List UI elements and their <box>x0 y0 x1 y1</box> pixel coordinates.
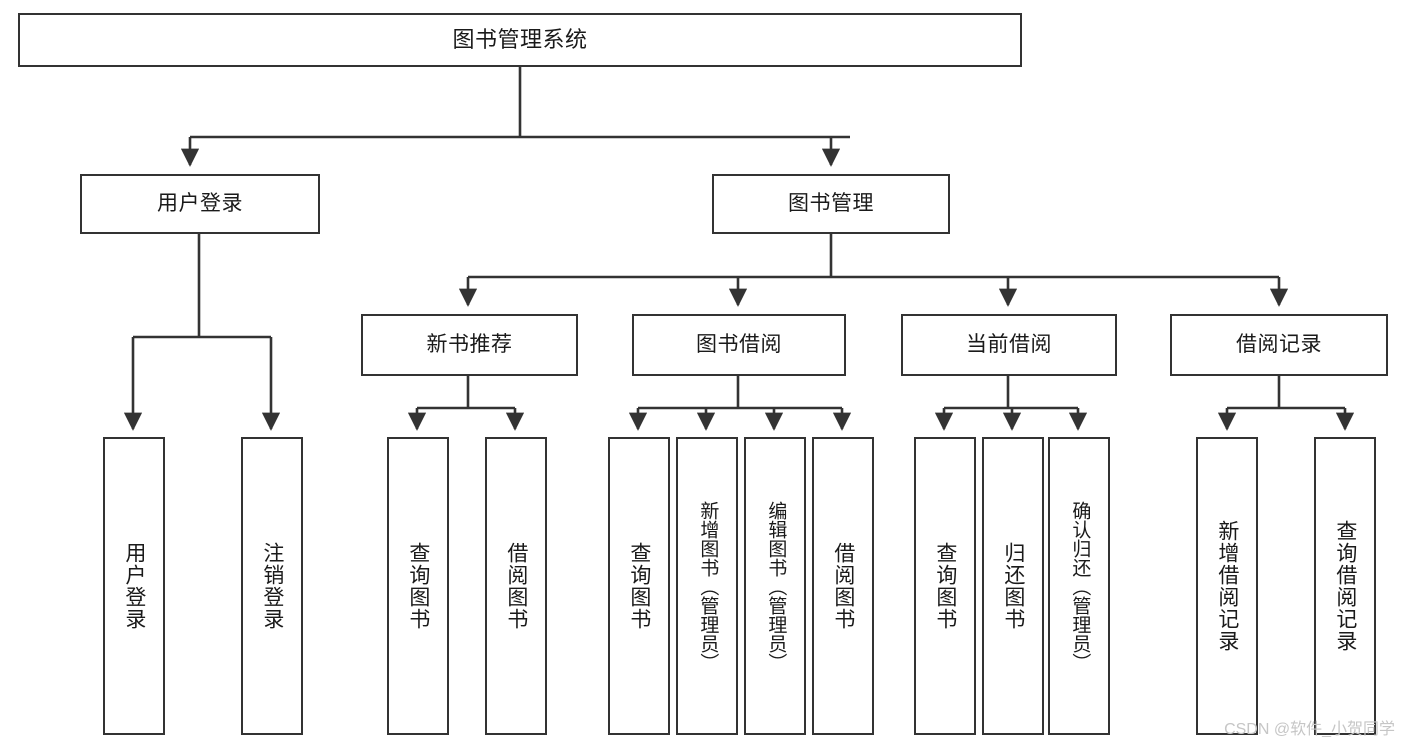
node-borrow-record[interactable]: 借阅记录 <box>1170 314 1388 376</box>
node-current-borrow[interactable]: 当前借阅 <box>901 314 1117 376</box>
leaf-query-book-current[interactable]: 查询图书 <box>914 437 976 735</box>
node-label: 借阅图书 <box>831 542 855 630</box>
node-label: 查询借阅记录 <box>1333 520 1357 652</box>
node-label: 用户登录 <box>157 191 243 215</box>
node-book-management[interactable]: 图书管理 <box>712 174 950 234</box>
node-book-borrow[interactable]: 图书借阅 <box>632 314 846 376</box>
leaf-query-book-recommend[interactable]: 查询图书 <box>387 437 449 735</box>
node-label: 注销登录 <box>260 542 284 630</box>
node-label: 用户登录 <box>122 542 146 630</box>
node-label: 查询图书 <box>406 542 430 630</box>
leaf-edit-book-admin[interactable]: 编辑图书（管理员） <box>744 437 806 735</box>
node-label: 查询图书 <box>627 542 651 630</box>
leaf-confirm-return-admin[interactable]: 确认归还（管理员） <box>1048 437 1110 735</box>
node-label: 归还图书 <box>1001 542 1025 630</box>
node-label: 图书管理 <box>788 191 874 215</box>
leaf-return-book[interactable]: 归还图书 <box>982 437 1044 735</box>
leaf-borrow-book-recommend[interactable]: 借阅图书 <box>485 437 547 735</box>
leaf-borrow-book[interactable]: 借阅图书 <box>812 437 874 735</box>
leaf-user-logout[interactable]: 注销登录 <box>241 437 303 735</box>
node-label: 查询图书 <box>933 542 957 630</box>
leaf-query-book-borrow[interactable]: 查询图书 <box>608 437 670 735</box>
node-label: 确认归还（管理员） <box>1069 500 1091 672</box>
node-label: 图书借阅 <box>696 332 782 356</box>
leaf-add-borrow-record[interactable]: 新增借阅记录 <box>1196 437 1258 735</box>
node-user-login[interactable]: 用户登录 <box>80 174 320 234</box>
leaf-add-book-admin[interactable]: 新增图书（管理员） <box>676 437 738 735</box>
node-label: 新增借阅记录 <box>1215 520 1239 652</box>
node-root-system[interactable]: 图书管理系统 <box>18 13 1022 67</box>
node-label: 编辑图书（管理员） <box>765 500 787 672</box>
watermark-text: CSDN @软件_小贺同学 <box>1224 721 1395 738</box>
leaf-query-borrow-record[interactable]: 查询借阅记录 <box>1314 437 1376 735</box>
node-label: 当前借阅 <box>966 332 1052 356</box>
node-label: 新书推荐 <box>426 332 513 356</box>
node-label: 借阅记录 <box>1236 332 1322 356</box>
node-label: 图书管理系统 <box>452 27 588 53</box>
leaf-user-login[interactable]: 用户登录 <box>103 437 165 735</box>
node-label: 新增图书（管理员） <box>697 500 719 672</box>
node-label: 借阅图书 <box>504 542 528 630</box>
node-new-book-recommend[interactable]: 新书推荐 <box>361 314 578 376</box>
